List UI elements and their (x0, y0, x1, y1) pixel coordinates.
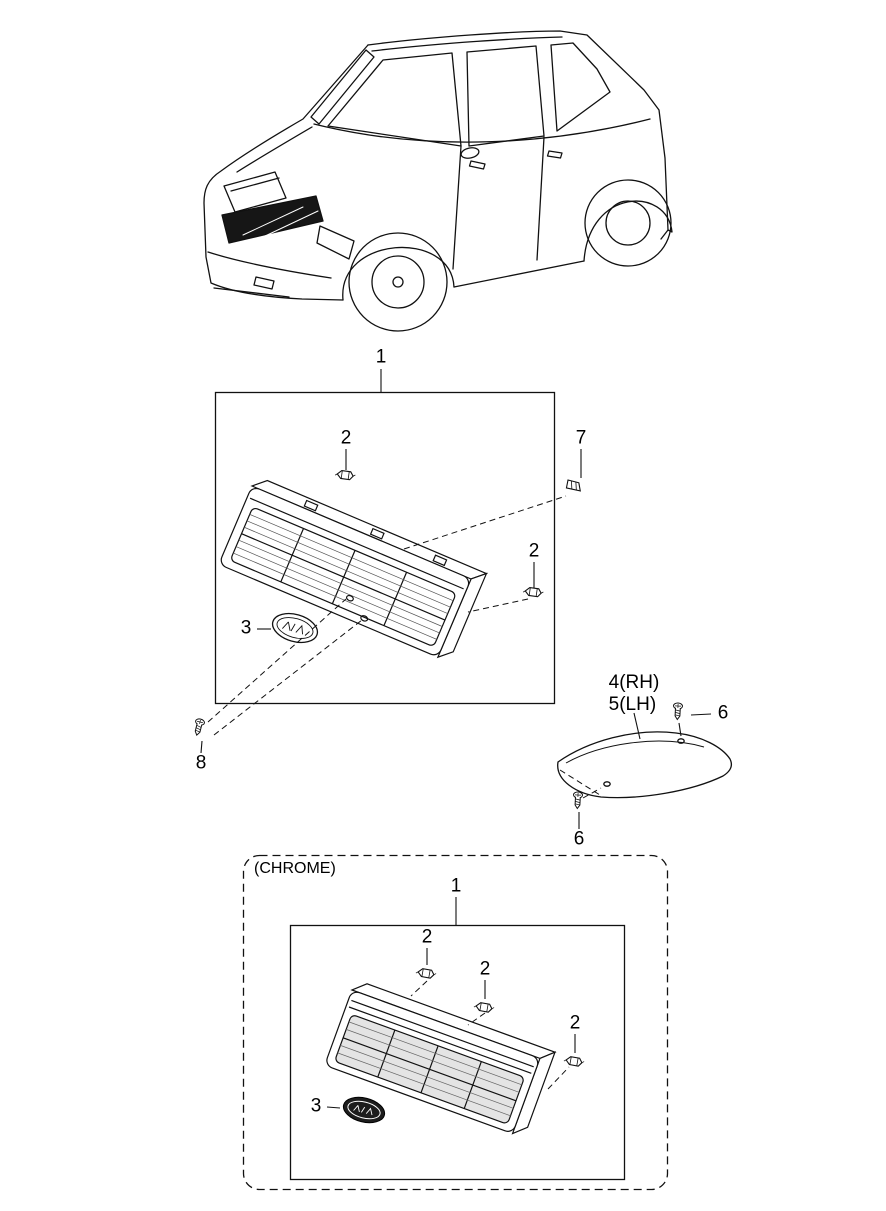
callout-leader-lines (200, 369, 712, 1109)
chrome-grille-illustration (326, 983, 557, 1135)
callout-part2-chrome-b: 2 (479, 958, 491, 980)
callout-part5lh: 5(LH) (608, 693, 657, 715)
main-grille-box (214, 391, 556, 705)
callout-part2-chrome-c: 2 (569, 1012, 581, 1034)
callout-part2-chrome-a: 2 (421, 926, 433, 948)
kia-emblem-icon (271, 612, 319, 644)
callout-part6-lower: 6 (573, 828, 585, 850)
callout-part1-main: 1 (375, 346, 387, 368)
grille-clip-icon (472, 1001, 496, 1014)
chrome-section-box (242, 854, 669, 1191)
callout-part7: 7 (575, 427, 587, 449)
side-garnish-illustration (557, 731, 732, 799)
car-illustration (203, 30, 673, 332)
grille-clip-icon (562, 1055, 586, 1068)
main-grille-illustration (220, 479, 489, 659)
callout-part2-right: 2 (528, 540, 540, 562)
callout-part8: 8 (195, 752, 207, 774)
screw-icon (191, 717, 206, 737)
chrome-inner-box (289, 924, 626, 1181)
grille-clip-icon (414, 967, 438, 980)
callout-part3-main: 3 (240, 617, 252, 639)
callout-part6-upper: 6 (717, 702, 729, 724)
callout-part4rh: 4(RH) (608, 672, 660, 693)
callout-part2-upper: 2 (340, 427, 352, 449)
grille-clip-icon (522, 586, 545, 598)
kia-emblem-chrome-icon (342, 1096, 386, 1124)
grille-clip-icon (334, 469, 357, 481)
callout-part4rh-5lh: 4(RH) 5(LH) (609, 672, 660, 716)
callout-part3-chrome: 3 (310, 1095, 322, 1117)
assembly-guide-lines (207, 495, 602, 1090)
chrome-section-label: (CHROME) (254, 860, 336, 877)
callout-part1-chrome: 1 (450, 875, 462, 897)
screw-icon (572, 791, 584, 810)
screw-icon (672, 702, 684, 721)
retainer-clip-icon (565, 479, 582, 492)
